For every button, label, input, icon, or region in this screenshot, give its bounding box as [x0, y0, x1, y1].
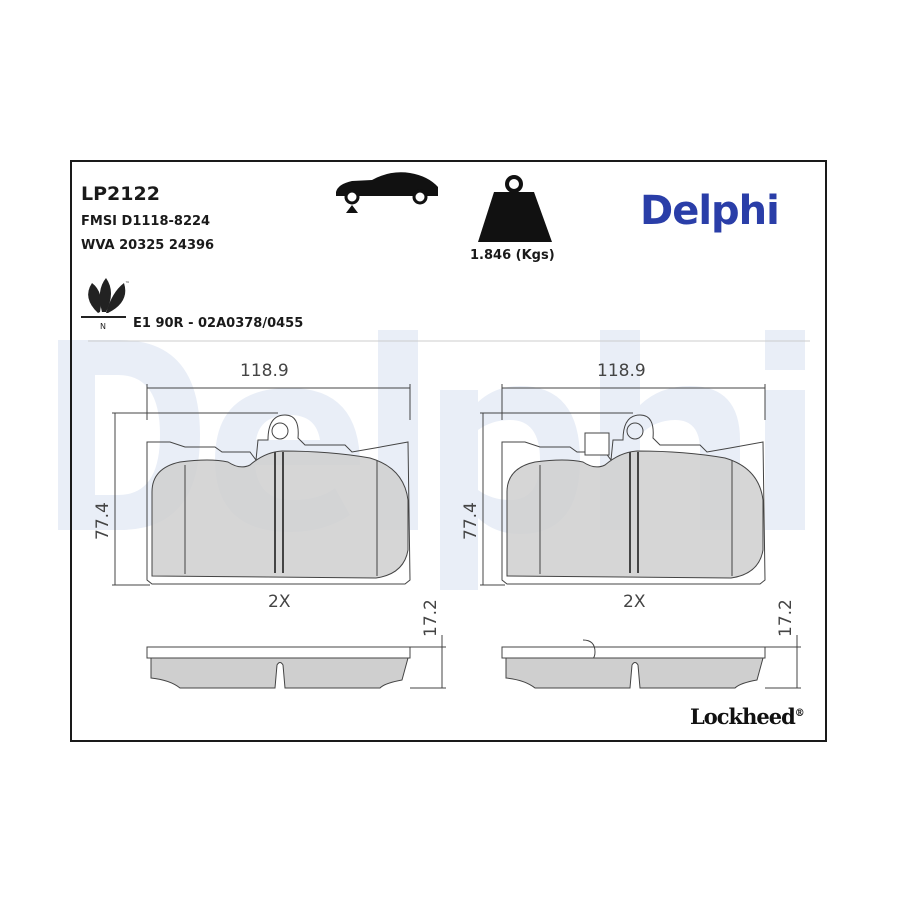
- eco-mark-letter: N: [100, 322, 106, 331]
- backing-plate-hole: [626, 422, 644, 440]
- side-view-backing-plate: [501, 646, 766, 659]
- car-axle-position-icon: [336, 172, 438, 213]
- friction-material: [151, 450, 409, 579]
- weight-label: 1.846 (Kgs): [470, 248, 555, 263]
- quantity-label: 2X: [623, 592, 646, 612]
- delphi-logo: Delphi: [640, 188, 780, 234]
- quantity-label: 2X: [268, 592, 291, 612]
- thickness-dimension-label: 17.2: [421, 599, 441, 637]
- eco-mark-tm: ™: [125, 281, 130, 287]
- backing-plate-outline: [146, 414, 411, 585]
- product-frame: [70, 160, 827, 742]
- backing-plate-outline: [501, 414, 766, 585]
- eco-leaf-icon: N ™: [81, 278, 130, 331]
- backing-plate-hole: [271, 422, 289, 440]
- approval-number: E1 90R - 02A0378/0455: [133, 316, 304, 331]
- left-pad-drawing: 118.9 77.4 2X 17.2: [93, 361, 446, 689]
- height-dimension-label: 77.4: [461, 502, 481, 540]
- width-dimension-label: 118.9: [240, 361, 289, 381]
- side-view-friction-material: [505, 657, 764, 689]
- fmsi-number: FMSI D1118-8224: [81, 214, 211, 229]
- side-view-wear-sensor: [582, 639, 596, 661]
- thickness-dimension-label: 17.2: [776, 599, 796, 637]
- lockheed-text: Lockheed: [690, 704, 796, 729]
- height-dimension-label: 77.4: [93, 502, 113, 540]
- wear-sensor-clip: [584, 432, 610, 456]
- friction-material: [506, 450, 764, 579]
- lockheed-logo: Lockheed®: [690, 704, 805, 729]
- side-view-friction-material: [150, 657, 409, 689]
- side-view-backing-plate: [146, 646, 411, 659]
- weight-icon: [478, 175, 552, 242]
- width-dimension-label: 118.9: [597, 361, 646, 381]
- registered-mark: ®: [794, 708, 805, 719]
- wva-number: WVA 20325 24396: [81, 238, 215, 253]
- right-pad-drawing: 118.9 77.4 2X 17.2: [461, 361, 801, 689]
- part-number: LP2122: [81, 183, 160, 205]
